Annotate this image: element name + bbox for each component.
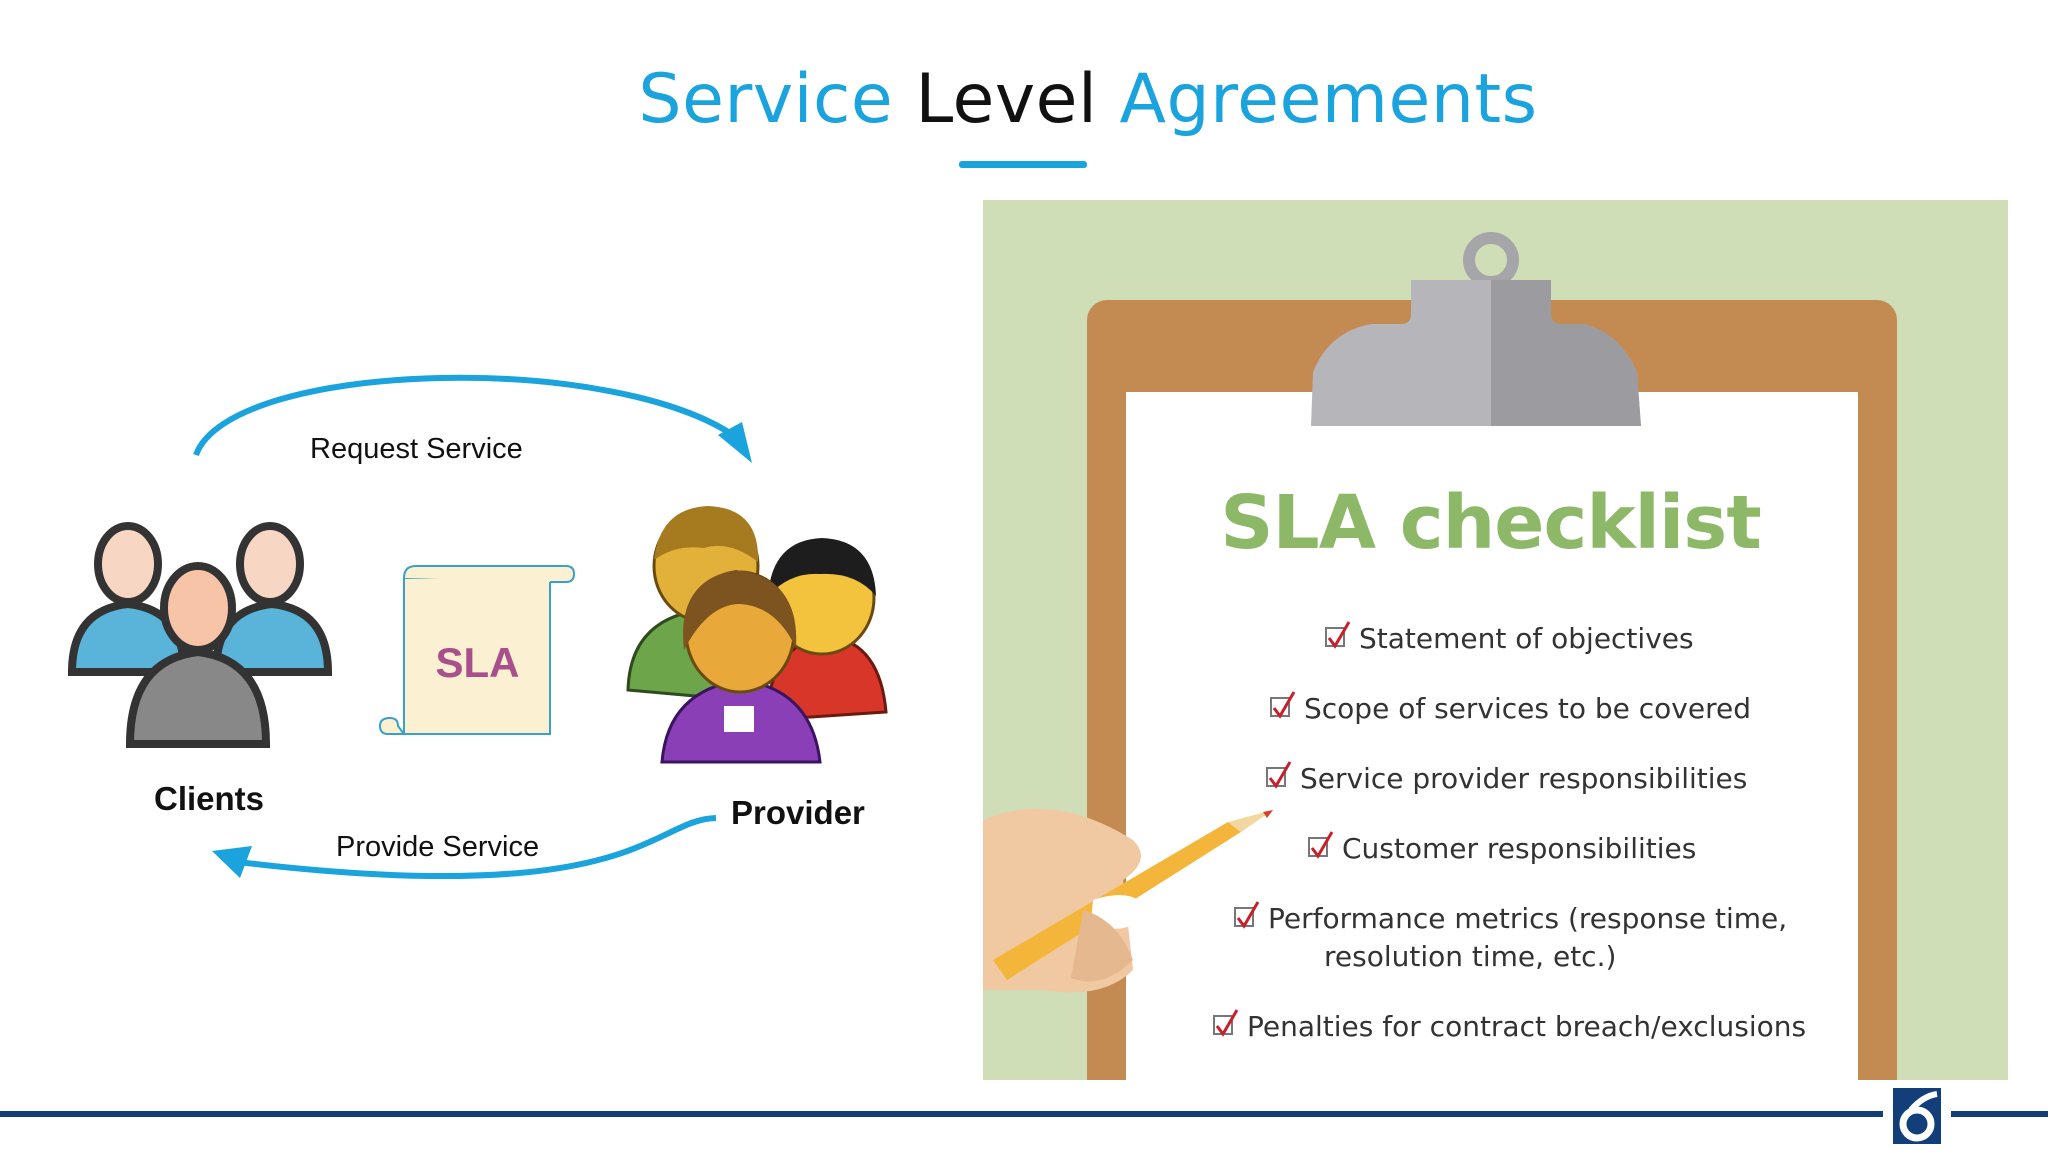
red-check-icon (1308, 831, 1334, 859)
provider-group-icon (626, 506, 888, 764)
title-word-service: Service (638, 60, 894, 139)
clients-label: Clients (154, 780, 265, 817)
sla-checklist-illustration: SLA checklist Statement of objectives Sc… (983, 200, 2008, 1080)
red-check-icon (1266, 761, 1292, 789)
hand-pencil-icon (983, 808, 1273, 993)
red-check-icon (1325, 621, 1351, 649)
checklist-title: SLA checklist (1220, 480, 1761, 566)
title-word-agreements: Agreements (1119, 60, 1538, 139)
red-check-icon (1270, 691, 1296, 719)
clipboard-clip-icon (1311, 232, 1641, 426)
red-check-icon (1213, 1009, 1239, 1037)
sla-label: SLA (435, 639, 520, 686)
sla-flow-diagram: Request Service Provide Service Clients … (0, 0, 980, 1152)
checklist-items: Statement of objectives Scope of service… (983, 200, 2008, 1080)
request-arrow (193, 374, 742, 457)
provide-arrowhead (212, 846, 252, 878)
company-logo-icon (1883, 1080, 1951, 1152)
title-word-level: Level (915, 60, 1098, 139)
title-underline (959, 161, 1087, 168)
clipboard-paper (1126, 392, 1858, 1080)
footer-line (0, 1111, 2048, 1117)
clients-group-icon (67, 522, 333, 748)
diagram-graphics (67, 374, 888, 880)
provide-service-label: Provide Service (336, 831, 540, 863)
red-check-icon (1234, 901, 1260, 929)
clipboard-graphic (983, 232, 1897, 1080)
page-title: Service Level Agreements (0, 60, 2048, 139)
provider-label: Provider (731, 794, 865, 831)
request-service-label: Request Service (310, 433, 523, 465)
provide-arrow (237, 815, 717, 880)
request-arrowhead (718, 422, 752, 463)
sla-scroll-icon (378, 565, 576, 735)
